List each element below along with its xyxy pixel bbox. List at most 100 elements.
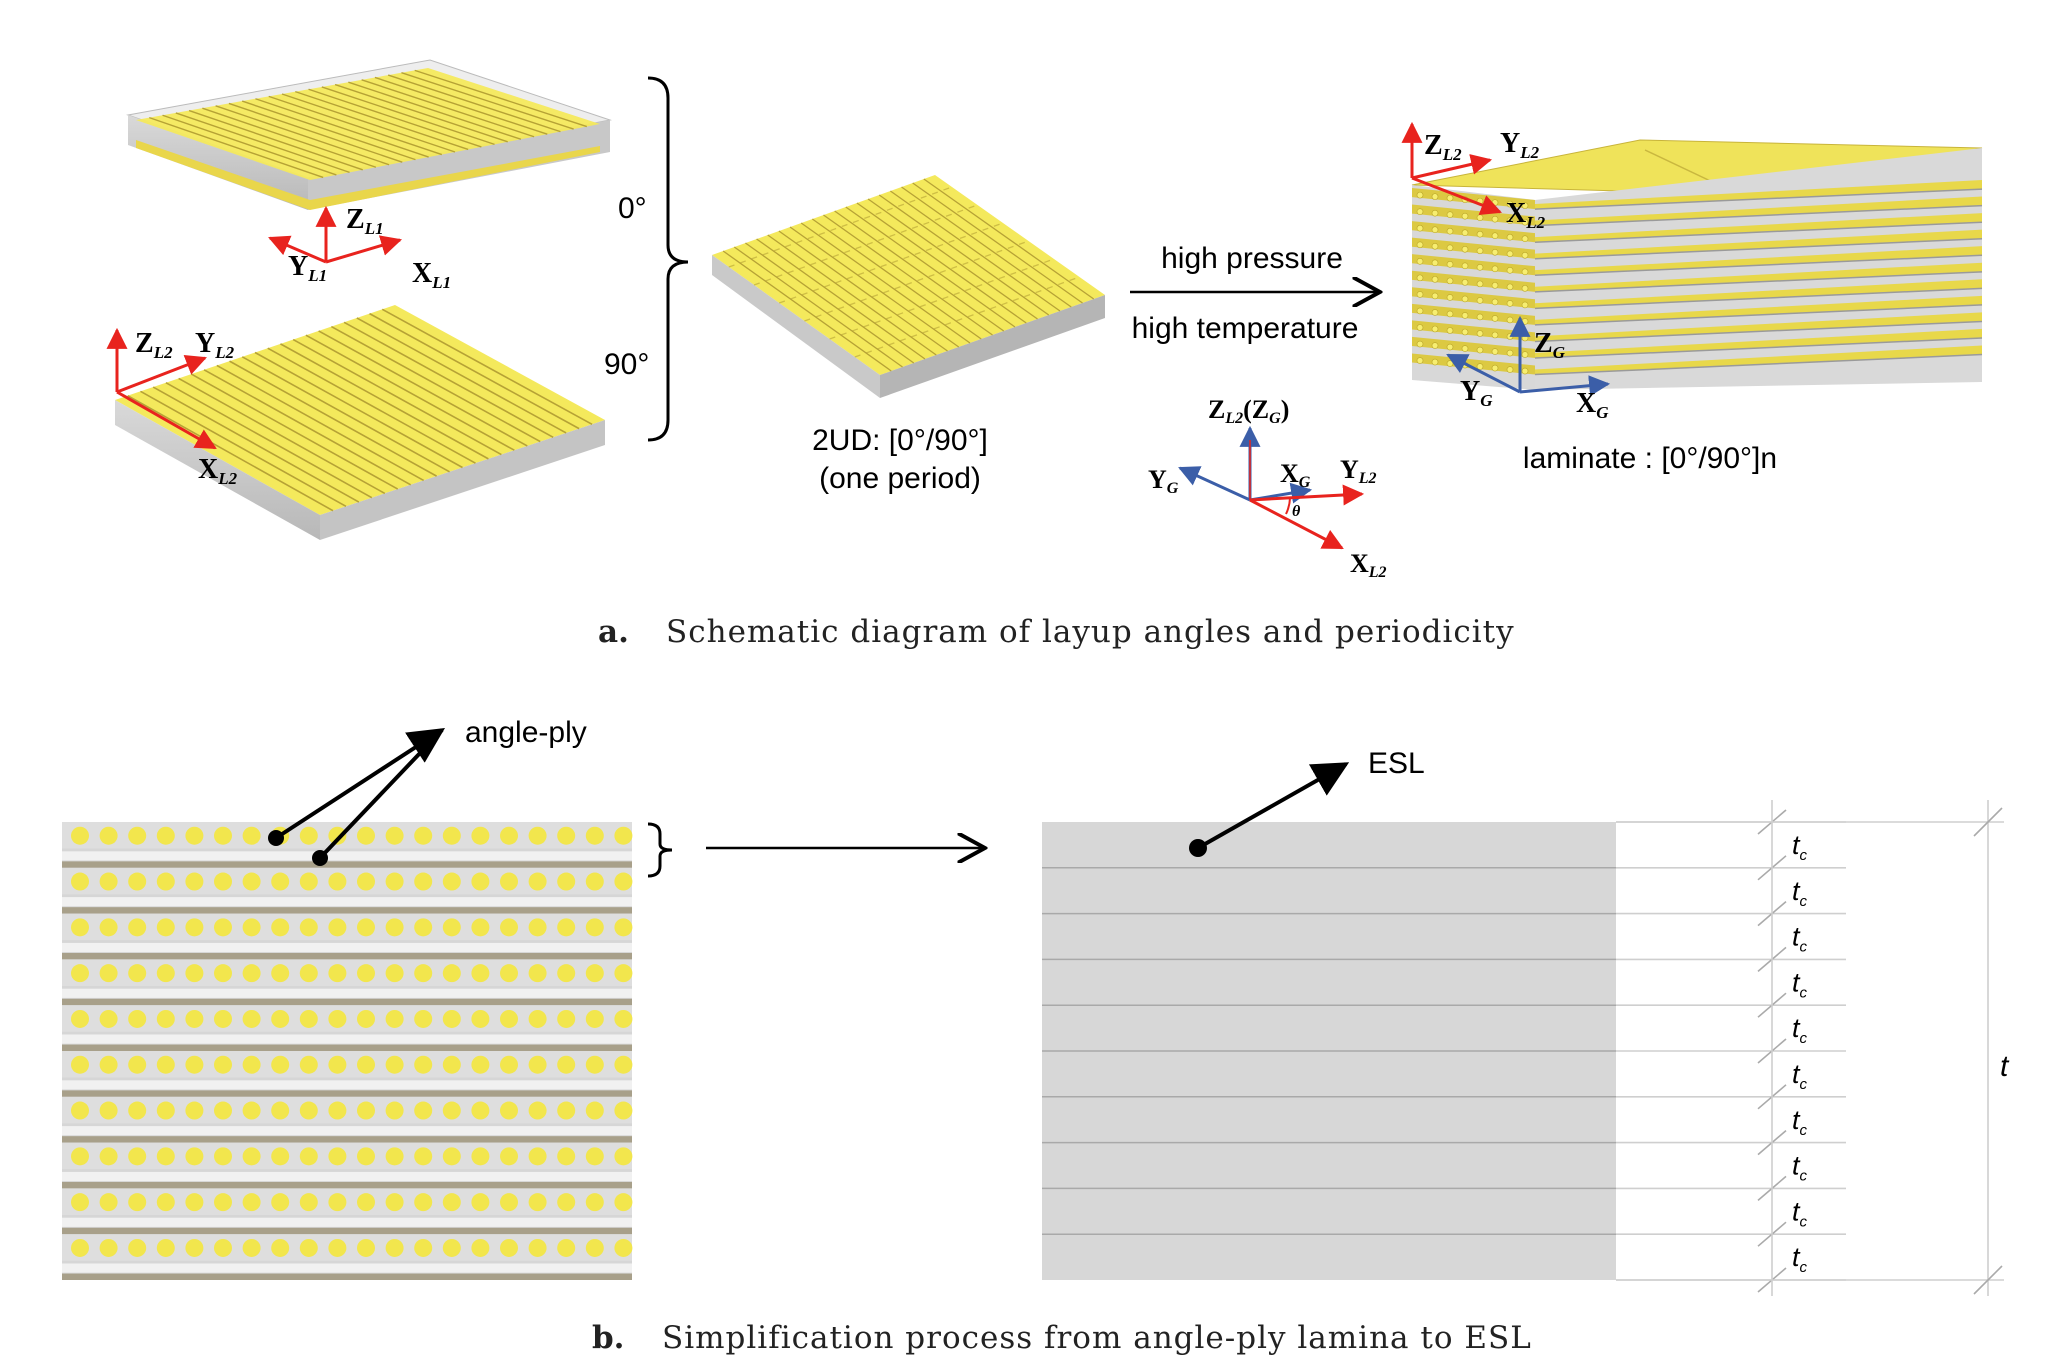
fiber-circle — [585, 1101, 604, 1120]
fiber-circle — [71, 1147, 89, 1166]
fiber-circle — [185, 1238, 204, 1257]
xl2-r-label: X — [1350, 549, 1369, 578]
fiber-circle — [156, 1193, 175, 1212]
fiber-circle — [557, 964, 576, 983]
ply-row-resin — [62, 988, 632, 998]
laminate-layer-edge — [1534, 237, 1983, 260]
fiber-circle — [442, 918, 461, 937]
fiber-circle — [271, 1193, 290, 1212]
axes-l1: ZL1 YL1 XL1 — [268, 204, 451, 292]
fiber-circle — [528, 964, 547, 983]
fiber-circle — [471, 1147, 490, 1166]
fiber-circle — [357, 1009, 375, 1028]
fiber-line — [321, 86, 495, 146]
fiber-circle — [99, 872, 118, 891]
fiber-line — [804, 240, 1029, 322]
fiber-end — [1506, 333, 1514, 340]
fiber-end — [1416, 307, 1424, 315]
xl2-r-sub: L2 — [1368, 564, 1387, 581]
fiber-circle — [242, 1055, 261, 1074]
lam-yl2-label: Y — [1500, 128, 1520, 159]
tc-label: tc — [1792, 1059, 1808, 1093]
svg-text:YG: YG — [1148, 465, 1179, 497]
angle-ply-pointer: angle-ply — [268, 716, 587, 866]
yg-sub: G — [1167, 480, 1179, 497]
fiber-end — [1521, 251, 1529, 259]
svg-text:YG: YG — [1460, 376, 1493, 410]
ply-row-boundary — [62, 861, 632, 868]
fiber-circle — [71, 872, 89, 891]
theta-label: θ — [1292, 503, 1301, 520]
fiber-circle — [471, 1238, 490, 1257]
fiber-end — [1416, 357, 1424, 364]
fiber-circle — [528, 826, 547, 845]
svg-text:ZL2(ZG): ZL2(ZG) — [1208, 395, 1289, 427]
fiber-circle — [385, 918, 404, 937]
svg-text:XL1: XL1 — [412, 258, 451, 292]
fiber-end — [1446, 227, 1454, 235]
ply-row-resin — [62, 897, 632, 907]
fiber-circle — [471, 1101, 490, 1120]
svg-text:XG: XG — [1280, 459, 1311, 491]
fiber-end — [1476, 363, 1484, 370]
fiber-circle — [471, 872, 490, 891]
fiber-circle — [128, 964, 147, 983]
fiber-circle — [214, 1238, 232, 1257]
fiber-circle — [614, 1238, 633, 1257]
zc-sub: L2 — [1224, 410, 1243, 427]
laminate-layer — [1535, 229, 1982, 259]
fiber-circle — [242, 1193, 261, 1212]
fiber-circle — [128, 1238, 147, 1257]
fiber-line — [241, 100, 416, 161]
fiber-line — [216, 364, 425, 482]
fiber-circle — [128, 1009, 147, 1028]
fiber-circle — [214, 964, 232, 983]
fiber-end — [1431, 193, 1439, 200]
tc-label: tc — [1792, 1013, 1808, 1047]
fiber-circle — [614, 1147, 633, 1166]
fiber-line — [878, 194, 1050, 316]
fiber-end — [1521, 301, 1529, 309]
fiber-circle — [99, 964, 118, 983]
fiber-end — [1476, 247, 1484, 255]
fiber-line — [255, 98, 429, 158]
ply-row-boundary — [62, 1044, 632, 1051]
fiber-circle — [557, 918, 576, 937]
fiber-circle — [385, 1238, 404, 1257]
fiber-circle — [185, 1147, 204, 1166]
svg-text:ZL1: ZL1 — [346, 204, 384, 238]
fiber-circle — [128, 1055, 147, 1074]
fiber-circle — [414, 872, 433, 891]
fiber-end — [1446, 211, 1454, 218]
lam-xl2-label: X — [1506, 198, 1526, 229]
fiber-circle — [500, 1238, 518, 1257]
fiber-circle — [99, 1055, 118, 1074]
lam-zg-label: Z — [1534, 328, 1553, 359]
fiber-end — [1491, 282, 1499, 289]
fiber-circle — [614, 1101, 633, 1120]
fiber-circle — [585, 872, 604, 891]
yg-label: Y — [1148, 465, 1167, 494]
fiber-circle — [299, 918, 318, 937]
fiber-circle — [442, 826, 461, 845]
fiber-circle — [500, 1193, 518, 1212]
fiber-circle — [442, 964, 461, 983]
fiber-circle — [71, 1193, 89, 1212]
fiber-circle — [557, 872, 576, 891]
fiber-circle — [214, 872, 232, 891]
fiber-circle — [385, 1009, 404, 1028]
ply-row-boundary — [62, 1273, 632, 1280]
lam-xg-label: X — [1576, 388, 1596, 419]
fiber-circle — [442, 1238, 461, 1257]
tc-subscript: c — [1800, 1168, 1808, 1185]
laminate-layer-edge — [1534, 320, 1983, 343]
fiber-end — [1431, 342, 1439, 349]
x-l1-sub: L1 — [431, 273, 451, 292]
fiber-line — [722, 250, 892, 372]
fiber-end — [1521, 334, 1529, 342]
high-temperature-label: high temperature — [1132, 312, 1359, 345]
tc-subscript: c — [1800, 984, 1808, 1001]
fiber-circle — [214, 1193, 232, 1212]
fiber-circle — [185, 1055, 204, 1074]
panel-a: ZL1 YL1 XL1 ZL2 YL2 XL2 0° 90° — [106, 59, 1983, 650]
